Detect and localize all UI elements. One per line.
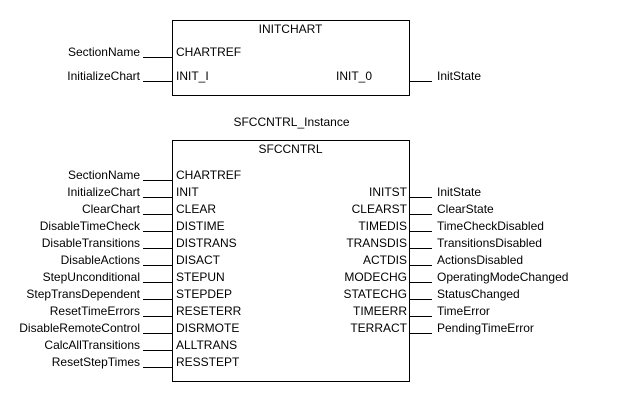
sfccntrl-input-pin: INIT (176, 185, 199, 199)
sfccntrl-output-pin: STATECHG (343, 287, 407, 301)
initchart-input-pin: CHARTREF (176, 45, 241, 59)
sfccntrl-output-signal: ActionsDisabled (437, 253, 523, 267)
sfccntrl-output-pin: MODECHG (344, 270, 407, 284)
sfccntrl-input-signal: ResetStepTimes (52, 355, 140, 369)
initchart-input-signal: SectionName (68, 45, 140, 59)
sfccntrl-input-pin: ALLTRANS (176, 338, 237, 352)
sfccntrl-input-signal: CalcAllTransitions (44, 338, 140, 352)
sfccntrl-instance-name: SFCCNTRL_Instance (233, 115, 349, 129)
sfccntrl-output-signal: PendingTimeError (437, 321, 534, 335)
sfccntrl-input-pin: STEPUN (176, 270, 225, 284)
sfccntrl-input-pin: DISACT (176, 253, 221, 267)
sfccntrl-input-pin: STEPDEP (176, 287, 232, 301)
initchart-block (172, 20, 410, 96)
initchart-output-pin: INIT_0 (336, 69, 372, 83)
sfccntrl-input-signal: DisableActions (61, 253, 140, 267)
sfccntrl-input-signal: DisableTimeCheck (40, 219, 141, 233)
sfccntrl-block (172, 140, 410, 382)
sfccntrl-input-signal: StepUnconditional (43, 270, 140, 284)
sfccntrl-output-signal: StatusChanged (437, 287, 520, 301)
initchart-input-pin: INIT_I (176, 69, 209, 83)
sfccntrl-input-signal: SectionName (68, 168, 140, 182)
sfccntrl-input-signal: InitializeChart (67, 185, 140, 199)
sfccntrl-output-pin: ACTDIS (363, 253, 407, 267)
sfccntrl-output-pin: TIMEDIS (358, 219, 407, 233)
sfccntrl-output-signal: ClearState (437, 202, 494, 216)
sfccntrl-output-signal: TimeCheckDisabled (437, 219, 544, 233)
sfccntrl-input-pin: DISRMOTE (176, 321, 239, 335)
sfccntrl-input-signal: StepTransDependent (26, 287, 140, 301)
sfccntrl-output-pin: INITST (369, 185, 408, 199)
sfccntrl-output-signal: OperatingModeChanged (437, 270, 568, 284)
sfccntrl-output-pin: CLEARST (352, 202, 408, 216)
sfccntrl-input-signal: ResetTimeErrors (50, 304, 140, 318)
sfccntrl-output-signal: TransitionsDisabled (437, 236, 542, 250)
sfccntrl-output-signal: InitState (437, 185, 481, 199)
sfccntrl-output-pin: TIMEERR (353, 304, 407, 318)
sfccntrl-input-signal: DisableTransitions (42, 236, 140, 250)
sfccntrl-input-pin: DISTIME (176, 219, 225, 233)
sfccntrl-output-pin: TERRACT (350, 321, 407, 335)
sfccntrl-input-pin: RESSTEPT (176, 355, 240, 369)
sfccntrl-input-pin: RESETERR (176, 304, 242, 318)
sfccntrl-output-pin: TRANSDIS (346, 236, 407, 250)
sfccntrl-type-name: SFCCNTRL (258, 142, 322, 156)
sfccntrl-input-signal: ClearChart (82, 202, 141, 216)
sfccntrl-output-signal: TimeError (437, 304, 490, 318)
sfccntrl-input-pin: DISTRANS (176, 236, 237, 250)
sfccntrl-input-pin: CHARTREF (176, 168, 241, 182)
sfccntrl-input-signal: DisableRemoteControl (19, 321, 140, 335)
initchart-input-signal: InitializeChart (67, 69, 140, 83)
initchart-type-name: INITCHART (259, 22, 323, 36)
sfccntrl-input-pin: CLEAR (176, 202, 216, 216)
initchart-output-signal: InitState (437, 69, 481, 83)
